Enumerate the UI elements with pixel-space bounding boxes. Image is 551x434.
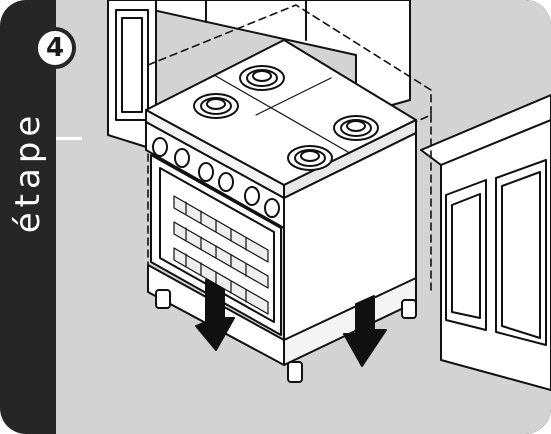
step-underline: [56, 137, 82, 140]
installation-illustration: [56, 0, 551, 434]
control-knobs: [152, 137, 280, 218]
burner-back-right: [333, 115, 379, 141]
step-number-badge: 4: [34, 27, 76, 69]
oven-racks: [173, 195, 269, 315]
burner-front-left: [193, 93, 239, 119]
step-number: 4: [45, 33, 65, 63]
step-label: étape: [8, 110, 48, 234]
arrow-down-icon: [343, 295, 387, 367]
arrow-down-icon: [195, 279, 235, 351]
leveling-legs: [155, 289, 417, 383]
burner-front-right: [287, 145, 333, 171]
burner-back-left: [239, 65, 285, 91]
range-oven: [145, 39, 417, 383]
right-cabinet: [420, 94, 551, 391]
